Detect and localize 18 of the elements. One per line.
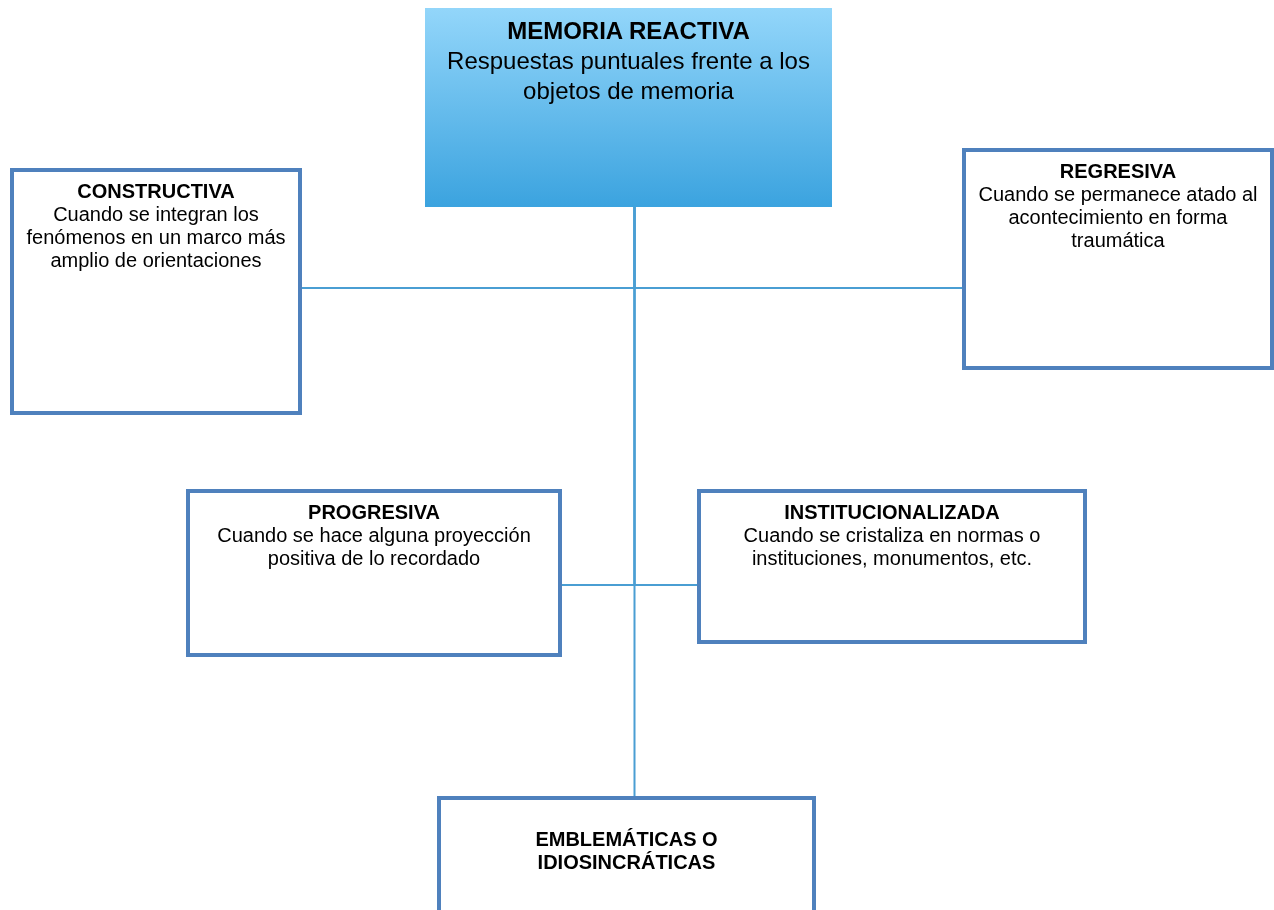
- box-description: Cuando se hace alguna proyección positiva de lo recordado: [216, 524, 532, 570]
- category-box: [697, 489, 1087, 644]
- box-heading: REGRESIVA: [1059, 160, 1177, 183]
- box-description: Cuando se permanece atado al acontecimiento en forma traumática: [977, 183, 1259, 252]
- box-heading: INSTITUCIONALIZADA: [784, 501, 1000, 524]
- category-box: [186, 489, 562, 657]
- category-box: [437, 796, 816, 910]
- box-description: Cuando se cristaliza en normas o instituciones, monumentos, etc.: [742, 524, 1042, 570]
- box-heading: PROGRESIVA: [308, 501, 440, 524]
- box-description: Respuestas puntuales frente a los objetos de memoria: [446, 46, 811, 106]
- box-heading: MEMORIA REACTIVA: [507, 16, 750, 46]
- connector-line: [633, 206, 636, 797]
- category-box: [962, 148, 1274, 370]
- box-heading: CONSTRUCTIVA: [77, 180, 235, 203]
- box-description: Cuando se integran los fenómenos en un marco más amplio de orientaciones: [25, 203, 287, 272]
- box-heading: EMBLEMÁTICAS O IDIOSINCRÁTICAS: [534, 828, 719, 875]
- title-box: [425, 8, 832, 207]
- category-box: [10, 168, 302, 415]
